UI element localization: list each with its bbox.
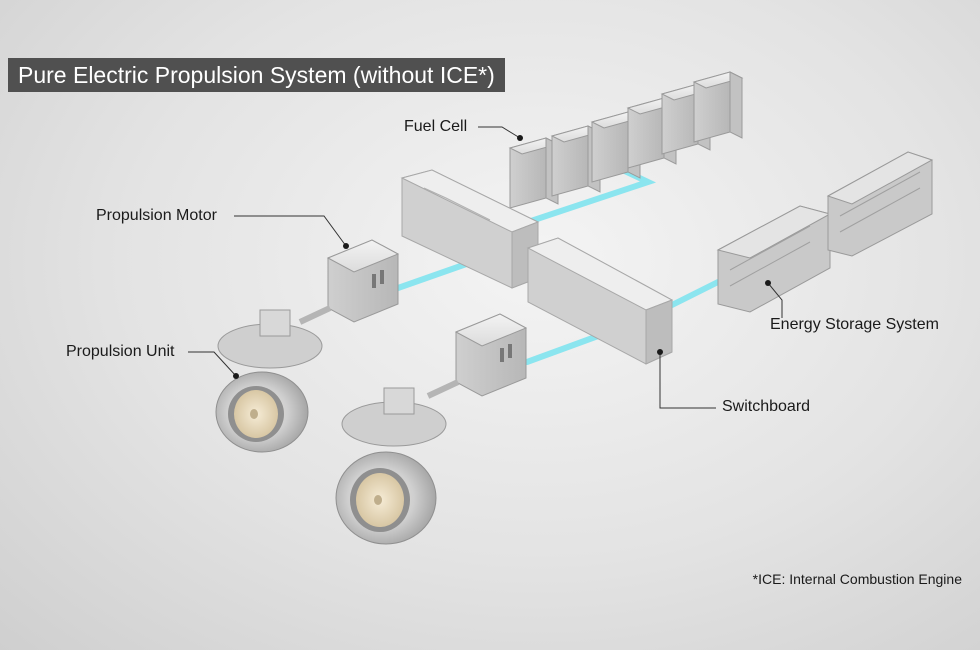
energy-storage-leader bbox=[767, 282, 783, 318]
energy-storage-system-label: Energy Storage System bbox=[770, 316, 939, 333]
diagram-title: Pure Electric Propulsion System (without… bbox=[8, 58, 505, 92]
ess-cable bbox=[669, 279, 721, 308]
leader-dots bbox=[233, 135, 771, 379]
propulsion-motor-label: Propulsion Motor bbox=[96, 207, 217, 224]
switchboard-label: Switchboard bbox=[722, 398, 811, 415]
drive-shafts bbox=[298, 305, 460, 399]
propulsion-unit-label: Propulsion Unit bbox=[66, 343, 175, 360]
propulsion-motors bbox=[326, 239, 528, 397]
fuel-cell-units bbox=[508, 71, 744, 209]
propulsion-motor-leader bbox=[234, 215, 347, 247]
energy-storage-racks bbox=[716, 151, 934, 313]
motor-2-cable bbox=[524, 333, 601, 365]
fuel-cell-leader bbox=[478, 126, 521, 139]
propulsion-units bbox=[215, 309, 447, 545]
switchboard-cabinets bbox=[400, 169, 674, 365]
switchboard-leader bbox=[659, 352, 716, 409]
fuel-cell-label: Fuel Cell bbox=[404, 118, 468, 135]
propulsion-unit-leader bbox=[188, 351, 237, 377]
leader-lines bbox=[188, 126, 783, 409]
motor-1-cable bbox=[395, 259, 475, 291]
ice-footnote: *ICE: Internal Combustion Engine bbox=[752, 571, 962, 587]
